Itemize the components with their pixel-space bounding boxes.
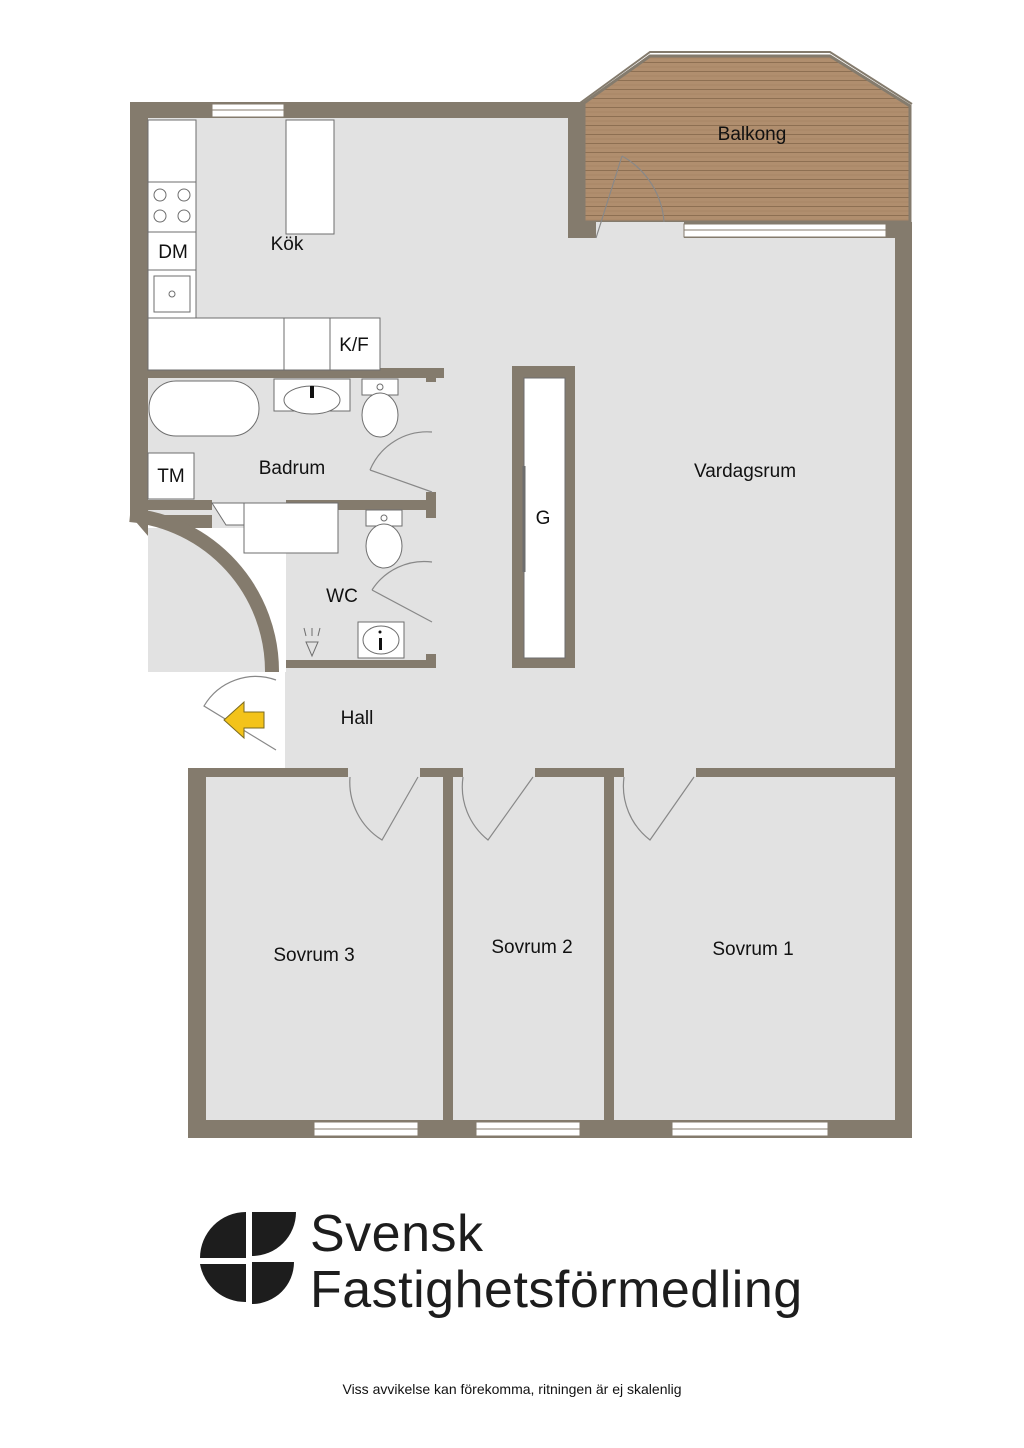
kitchen-sink-icon — [147, 269, 197, 319]
washing-machine — [147, 452, 195, 500]
brand-logo: Svensk Fastighetsförmedling — [200, 1205, 803, 1319]
wardrobe — [522, 377, 566, 659]
door-swings — [203, 155, 695, 841]
room-label-wc: WC — [326, 586, 358, 607]
room-label-living: Vardagsrum — [694, 461, 796, 482]
floor-drain-icon — [305, 641, 319, 658]
dishwasher — [147, 231, 197, 271]
kitchen-counter — [147, 317, 285, 371]
disclaimer-text: Viss avvikelse kan förekomma, ritningen … — [342, 1381, 682, 1397]
entrance-arrow-icon — [223, 700, 265, 740]
toilet-icon — [361, 392, 399, 438]
windows — [211, 103, 887, 1137]
label-wardrobe: G — [536, 508, 551, 529]
brand-name-line-2: Fastighetsförmedling — [310, 1261, 803, 1319]
kitchen-fixtures — [147, 119, 381, 371]
entrance-opening — [265, 672, 285, 768]
room-label-bedroom-2: Sovrum 2 — [491, 937, 572, 958]
brand-mark-icon — [200, 1212, 296, 1304]
bathtub-icon — [148, 380, 260, 437]
room-label-bedroom-1: Sovrum 1 — [712, 939, 793, 960]
room-label-kitchen: Kök — [271, 234, 304, 255]
bathroom-fixtures — [147, 378, 399, 554]
brand-name-line-1: Svensk — [310, 1205, 484, 1263]
stove-icon — [147, 181, 197, 233]
room-label-balcony: Balkong — [718, 124, 787, 145]
wc-fixtures — [303, 509, 405, 659]
room-label-hall: Hall — [341, 708, 374, 729]
bath-cabinet — [243, 502, 339, 554]
label-dishwasher: DM — [158, 242, 188, 263]
label-washing-machine: TM — [157, 466, 184, 487]
label-fridge-freezer: K/F — [339, 335, 369, 356]
kitchen-counter-top — [147, 119, 197, 183]
wc-toilet-icon — [365, 523, 403, 569]
door-gaps — [348, 222, 696, 777]
fridge-freezer — [329, 317, 381, 371]
room-label-bedroom-3: Sovrum 3 — [273, 945, 354, 966]
room-label-bathroom: Badrum — [259, 458, 326, 479]
kitchen-island — [285, 119, 335, 235]
